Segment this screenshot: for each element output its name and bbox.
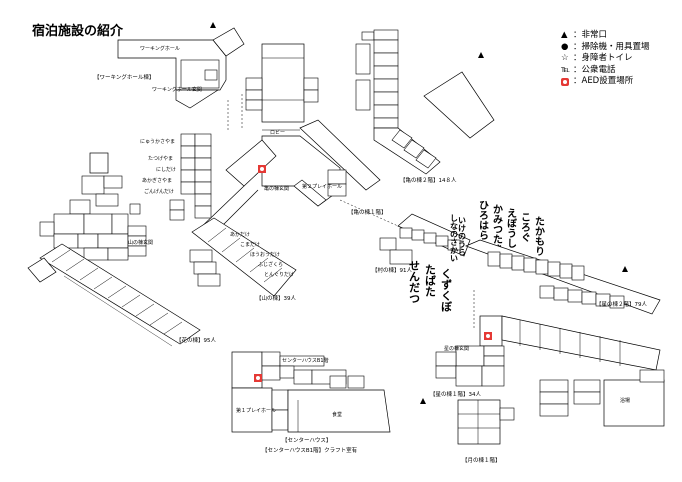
room-nishidake: にしだけ (156, 167, 176, 173)
tsuki-section-label: 【月の棟１階】 (462, 456, 501, 464)
legend: ▲ ：非常口 ● ：掃除機・用具置場 ☆ ：身障者トイレ ℡ ：公衆電話 ：AE… (561, 30, 650, 88)
room-tatsuge: たつげやま (148, 155, 173, 162)
mura-wing: しなのさかい いけのうら 【村の棟】91人 (372, 213, 471, 274)
exit-markers (210, 22, 628, 404)
mura-room-b0: ひろはら (477, 200, 489, 241)
center-b1-section-label: 【センターハウスB1階】クラフト室有 (262, 446, 358, 454)
mura-room-b4: たかもり (533, 216, 545, 256)
mura-room-a0: しなのさかい (450, 214, 459, 262)
hoshi-2f-section-label: 【星の棟２階】79人 (596, 300, 647, 308)
mura-room-c2: くずくぼ (440, 268, 453, 312)
hoshi-wing-1f: 星の棟玄関 【星の棟１階】34人 (430, 315, 661, 398)
hana-wing-west: 山の棟玄関 (39, 152, 153, 261)
center-house: センターハウスB1階 第１プレイホール 食堂 【センターハウス】 【センターハウ… (231, 351, 391, 454)
hana-diagonal-wing: 【花の棟】95人 (27, 243, 216, 347)
working-hall-building: ワーキングホール 【ワーキングホール棟】 ワーキングホール玄関 (94, 27, 245, 109)
shokudo-label: 食堂 (332, 411, 342, 418)
page-title: 宿泊施設の紹介 (32, 24, 124, 39)
playhall2-label: 第２プレイホール (302, 183, 342, 190)
legend-row-exit: ▲ ：非常口 (561, 30, 650, 42)
yama-wing: あかだけ こまだけ ほうおうだけ ふじざくら とんぐりだけ 【山の棟】39人 (189, 217, 297, 302)
exit-icon: ▲ (561, 30, 568, 40)
kame-entrance-label: 亀の棟玄関 (264, 185, 289, 192)
working-hall-room-label: ワーキングホール (140, 45, 180, 52)
hana-wing-rooms: にゅうかさやま たつげやま にしだけ あかぎさやま ごんげんだけ (129, 133, 212, 221)
room-tonguri: とんぐりだけ (264, 272, 294, 278)
room-gongen: ごんげんだけ (144, 188, 174, 195)
mura-room-b3: ころぐ (519, 212, 531, 242)
room-houou: ほうおうだけ (250, 251, 280, 258)
right-bottom-cluster: 浴場 (539, 369, 665, 427)
center-section-label: 【センターハウス】 (282, 436, 331, 444)
hoshi-1f-section-label: 【星の棟１階】34人 (430, 390, 481, 398)
mura-section-label: 【村の棟】91人 (372, 266, 412, 274)
mura-vertical-labels: ひろはら かみつたき えぼうし ころぐ たかもり せんだつ たばた くずくぼ (408, 200, 545, 312)
room-akagisa: あかぎさやま (142, 177, 172, 184)
legend-row-cleaning: ● ：掃除機・用具置場 (561, 42, 650, 54)
public-phone-icon: ℡ (561, 64, 571, 75)
legend-row-phone: ℡ ：公衆電話 (561, 65, 650, 77)
mura-room-a1: いけのうら (458, 216, 467, 256)
accessible-toilet-icon: ☆ (561, 53, 569, 63)
kame-2f-section-label: 【亀の棟２階】14８人 (400, 176, 457, 184)
kame-wing-2f: 【亀の棟２階】14８人 (355, 29, 457, 184)
aed-legend-icon (561, 77, 569, 86)
rooftop-outline (423, 71, 495, 139)
playhall1-label: 第１プレイホール (236, 407, 276, 414)
mura-room-b1: かみつたき (491, 204, 503, 254)
mura-room-c1: たばた (424, 264, 437, 297)
hoshi-wing-2f: 【星の棟２階】79人 (465, 239, 661, 315)
tsuki-wing: 【月の棟１階】 (457, 399, 515, 464)
room-akadake: あかだけ (230, 231, 250, 238)
lobby-label: ロビー (270, 129, 285, 136)
legend-row-accessible-toilet: ☆ ：身障者トイレ (561, 53, 650, 65)
yama-section-label: 【山の棟】39人 (256, 294, 296, 302)
yokujo-label: 浴場 (620, 397, 630, 404)
yama-entrance-label: 山の棟玄関 (128, 239, 153, 246)
legend-row-aed: ：AED設置場所 (561, 76, 650, 88)
working-hall-section-label: 【ワーキングホール棟】 (94, 73, 154, 81)
working-hall-entrance-label: ワーキングホール玄関 (152, 86, 202, 93)
pathways (227, 94, 475, 330)
legend-label-phone: ：公衆電話 (573, 64, 616, 75)
room-komadake: こまだけ (240, 242, 260, 248)
hoshi-entrance-label: 星の棟玄関 (444, 345, 469, 352)
legend-label-accessible-toilet: ：身障者トイレ (573, 53, 633, 63)
room-fujizakura: ふじざくら (258, 261, 283, 268)
center-b1-room-label: センターハウスB1階 (282, 357, 329, 364)
mura-room-b2: えぼうし (505, 208, 517, 249)
legend-label-cleaning: ：掃除機・用具置場 (573, 41, 650, 52)
legend-label-exit: ：非常口 (573, 30, 608, 40)
mura-room-c0: せんだつ (408, 260, 421, 304)
main-lobby-area (245, 43, 381, 191)
legend-label-aed: ：AED設置場所 (573, 76, 634, 86)
hana-section-label: 【花の棟】95人 (176, 336, 216, 344)
cleaning-storage-icon: ● (561, 41, 569, 52)
room-nyuukasa: にゅうかさやま (140, 138, 175, 145)
